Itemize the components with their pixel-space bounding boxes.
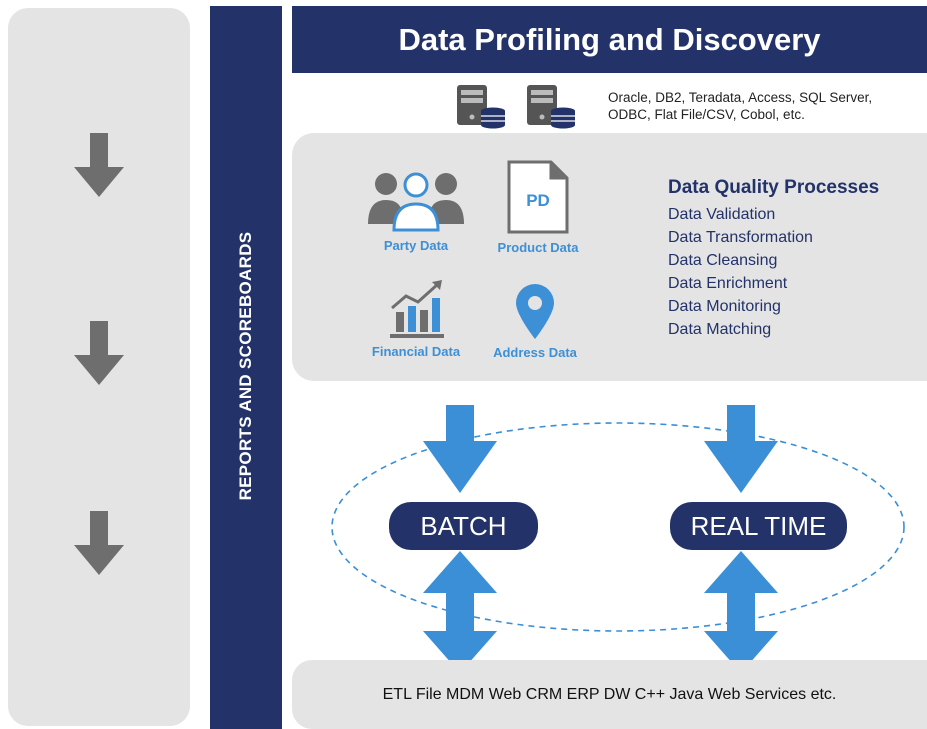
- process-item: Data Enrichment: [668, 275, 788, 292]
- data-quality-title: Data Quality Processes: [668, 177, 880, 198]
- batch-updown-arrow-icon: [423, 551, 497, 673]
- process-item: Data Matching: [668, 321, 772, 338]
- location-pin-icon: [516, 284, 554, 339]
- down-arrow-icon: [74, 133, 124, 197]
- address-data-label: Address Data: [493, 345, 577, 360]
- address-data-category: Address Data: [485, 283, 585, 360]
- database-server-icons: [457, 85, 575, 129]
- financial-data-label: Financial Data: [371, 344, 461, 359]
- data-categories-panel: [292, 133, 927, 381]
- left-flow-panel: [8, 8, 190, 726]
- batch-down-arrow-icon: [423, 405, 497, 493]
- people-icon: [368, 172, 464, 232]
- financial-data-category: Financial Data: [364, 278, 468, 359]
- reports-sidebar: REPORTS AND SCOREBOARDS: [210, 6, 282, 729]
- batch-mode-pill: BATCH: [389, 502, 538, 550]
- party-data-category: Party Data: [364, 168, 468, 253]
- realtime-mode-pill: REAL TIME: [670, 502, 847, 550]
- product-data-label: Product Data: [497, 240, 579, 255]
- dashed-ellipse: [331, 422, 905, 632]
- party-data-label: Party Data: [383, 238, 449, 253]
- realtime-updown-arrow-icon: [704, 551, 778, 673]
- data-quality-process-list: Data Validation Data Transformation Data…: [668, 203, 813, 341]
- process-item: Data Cleansing: [668, 252, 778, 269]
- financial-chart-icon: [390, 280, 444, 338]
- server-icon: [457, 85, 505, 129]
- product-icon-text: PD: [526, 191, 550, 210]
- sources-line-2: ODBC, Flat File/CSV, Cobol, etc.: [608, 107, 805, 122]
- down-arrow-icon: [74, 511, 124, 575]
- product-document-icon: PD: [507, 160, 569, 234]
- product-data-category: PD Product Data: [488, 160, 588, 255]
- process-item: Data Transformation: [668, 229, 813, 246]
- sources-line-1: Oracle, DB2, Teradata, Access, SQL Serve…: [608, 90, 873, 105]
- page-title: Data Profiling and Discovery: [292, 6, 927, 73]
- realtime-down-arrow-icon: [704, 405, 778, 493]
- target-systems-text: ETL File MDM Web CRM ERP DW C++ Java Web…: [382, 685, 837, 703]
- down-arrow-icon: [74, 321, 124, 385]
- target-systems-panel: ETL File MDM Web CRM ERP DW C++ Java Web…: [292, 660, 927, 729]
- process-item: Data Monitoring: [668, 298, 781, 315]
- server-icon: [527, 85, 575, 129]
- process-item: Data Validation: [668, 206, 776, 223]
- sidebar-title: REPORTS AND SCOREBOARDS: [236, 231, 255, 501]
- data-sources-text: Oracle, DB2, Teradata, Access, SQL Serve…: [608, 89, 872, 123]
- processing-flow-diagram: [331, 405, 905, 673]
